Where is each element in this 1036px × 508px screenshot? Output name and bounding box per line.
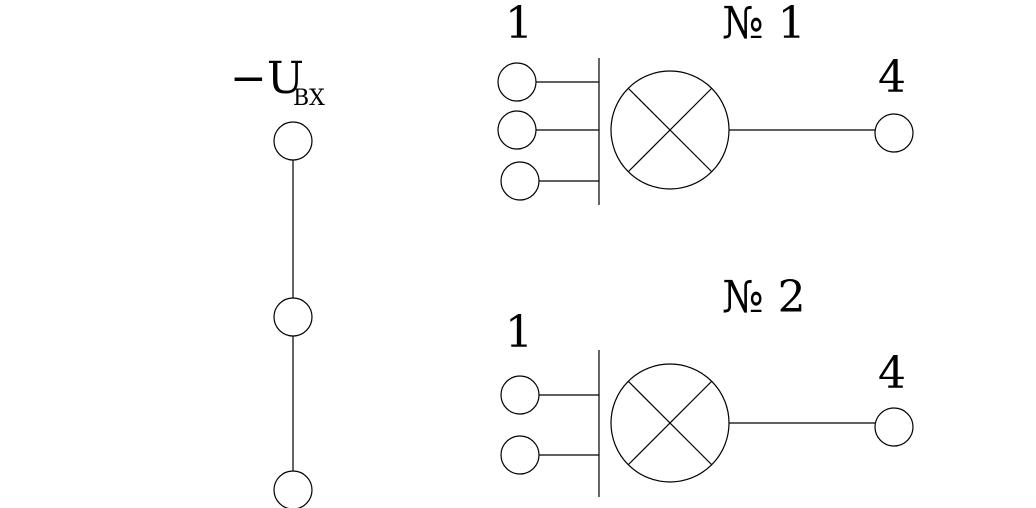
input-terminal-middle[interactable]: [273, 297, 313, 337]
input-terminal-top[interactable]: [273, 121, 313, 161]
lamp-2-output-label: 4: [878, 348, 906, 399]
input-terminal-bottom[interactable]: [273, 470, 313, 508]
lamp-1-title: № 1: [722, 0, 806, 49]
lamp-1-input-terminal-1[interactable]: [497, 62, 537, 102]
lamp-2-icon: [610, 363, 730, 483]
lamp-2-input-terminal-2[interactable]: [500, 435, 540, 475]
lamp-2-input-terminal-1[interactable]: [500, 375, 540, 415]
input-voltage-label: −U: [230, 53, 304, 104]
lamp-2-output-terminal[interactable]: [874, 407, 914, 447]
lamp-1-icon: [610, 70, 730, 190]
input-bus: −U ВХ: [230, 53, 325, 508]
lamp-1-input-terminal-3[interactable]: [500, 161, 540, 201]
lamp-2-title: № 2: [722, 272, 806, 323]
lamp-2-assembly: № 2 1 4: [500, 272, 914, 497]
lamp-2-input-label: 1: [505, 307, 533, 358]
lamp-1-input-terminal-2[interactable]: [497, 110, 537, 150]
input-voltage-subscript: ВХ: [293, 86, 325, 111]
lamp-2-cross-b: [627, 380, 713, 466]
lamp-1-output-label: 4: [878, 52, 906, 103]
lamp-1-output-terminal[interactable]: [874, 113, 914, 153]
lamp-1-input-label: 1: [505, 0, 533, 49]
lamp-1-cross-b: [627, 87, 713, 173]
lamp-1-assembly: 1 № 1 4: [497, 0, 914, 205]
